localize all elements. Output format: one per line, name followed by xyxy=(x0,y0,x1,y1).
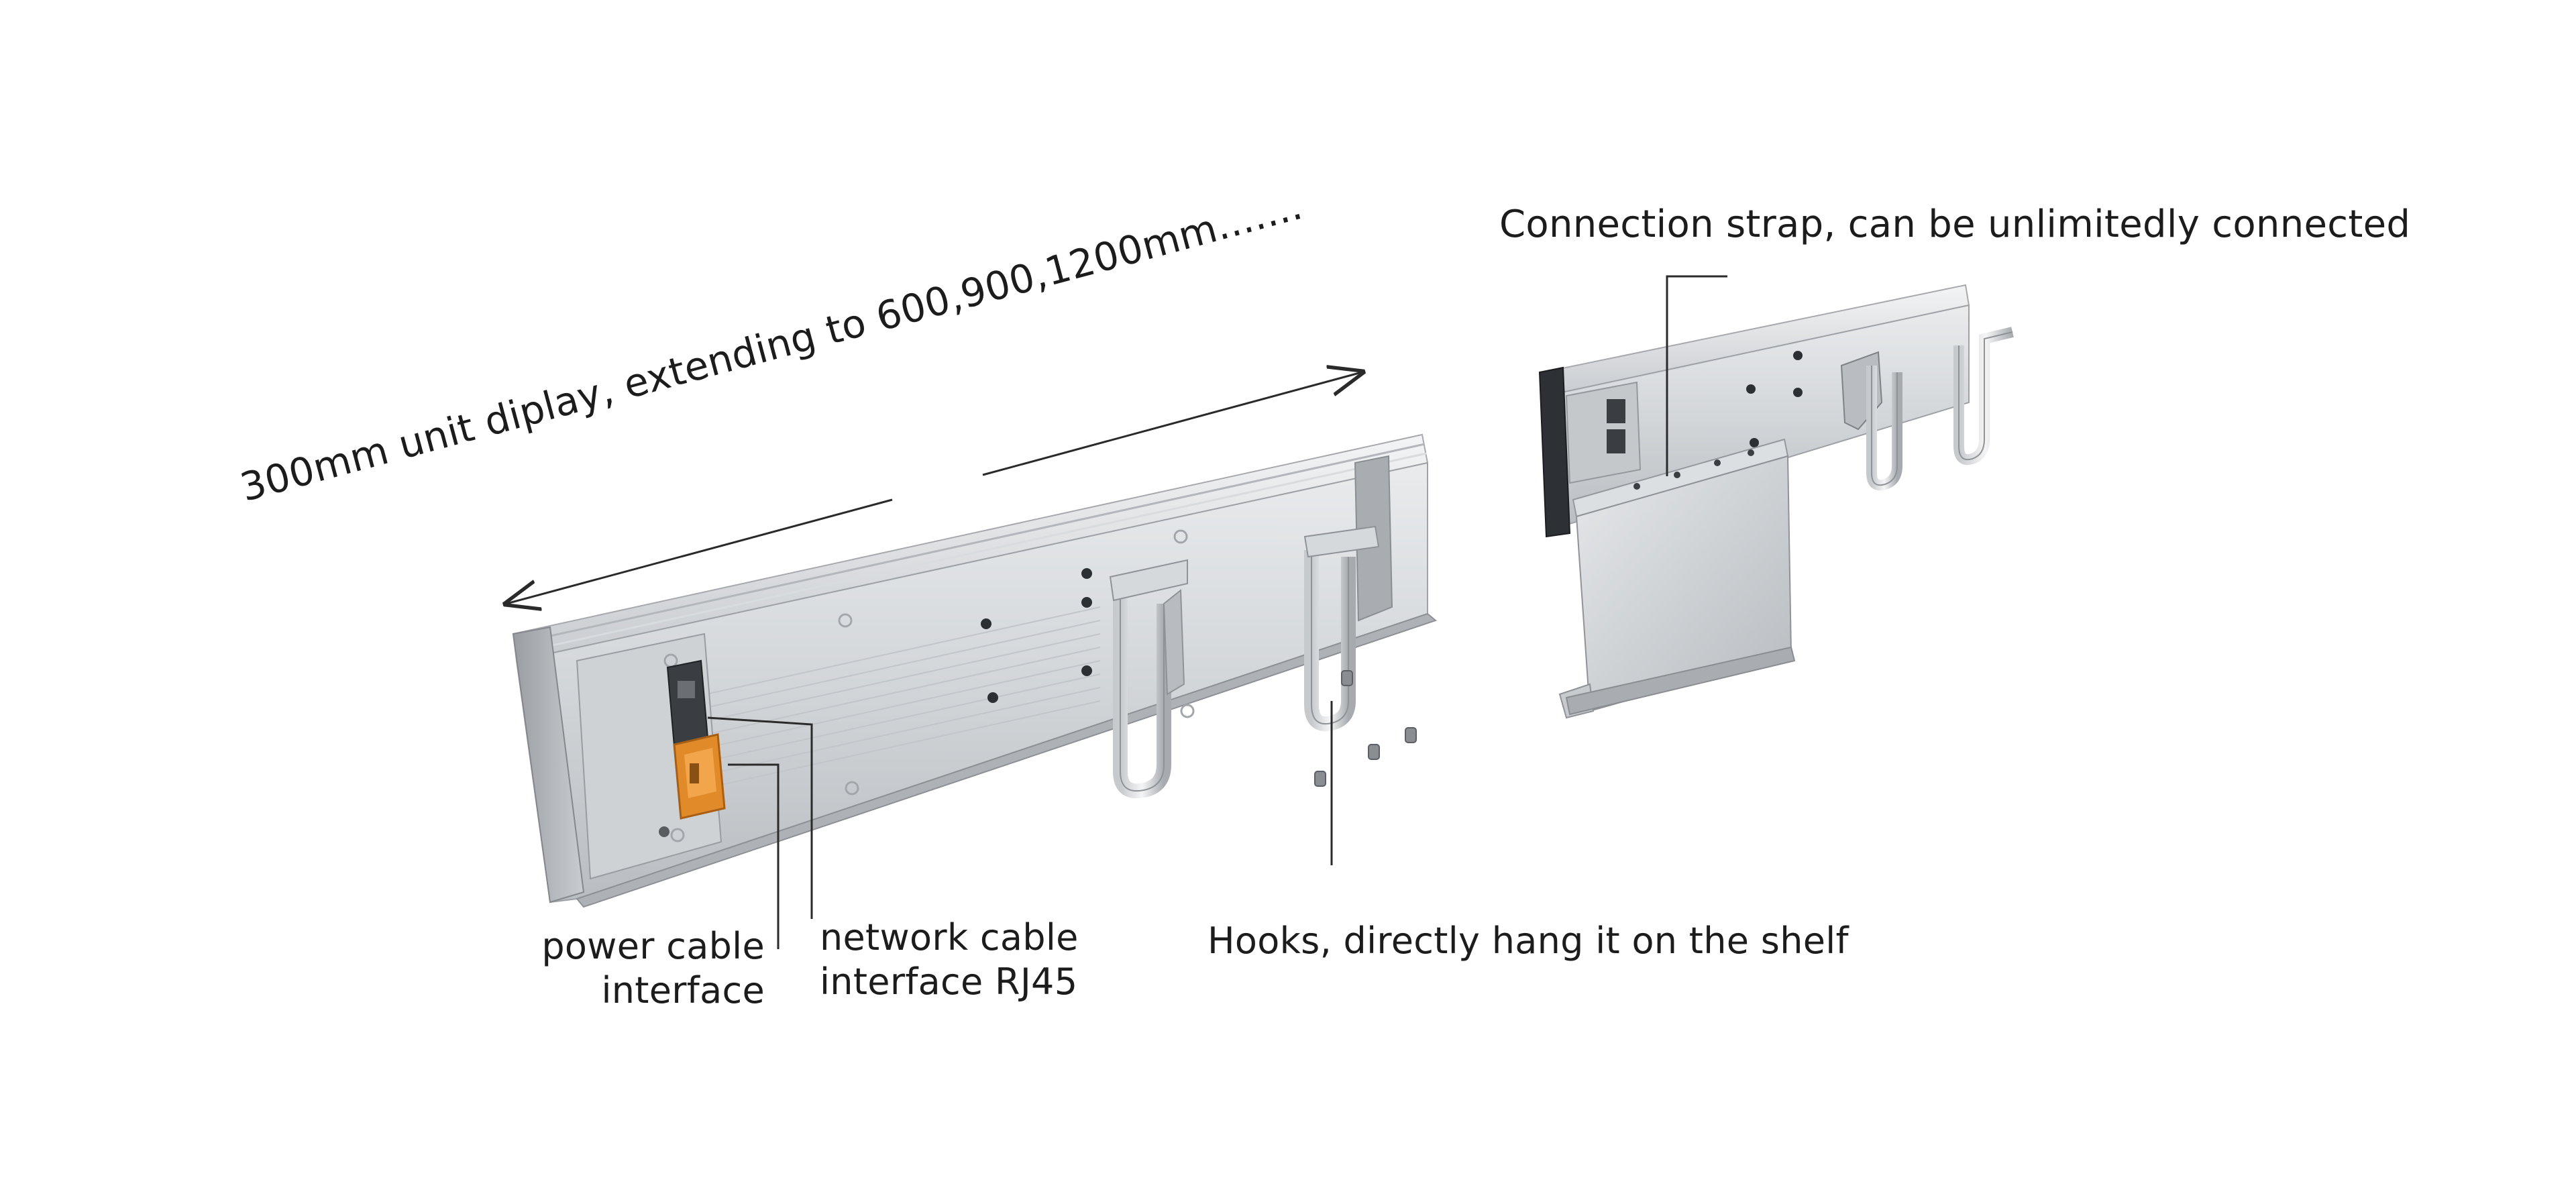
screw-icon xyxy=(659,826,669,837)
rail-end-cap xyxy=(1538,366,1571,538)
power-connector-icon xyxy=(673,733,726,820)
leader-lines xyxy=(707,275,1727,949)
network-cable-label: network cable interface RJ45 xyxy=(820,916,1079,1004)
length-dimension-arrow xyxy=(506,372,1362,604)
leader-network-cable xyxy=(707,716,813,919)
network-cable-label-line1: network cable xyxy=(820,916,1079,959)
power-cable-label: power cable interface xyxy=(541,924,765,1013)
rj45-port-icon xyxy=(1607,399,1625,453)
rail-bottom-lip xyxy=(576,612,1438,908)
rail-inner-panel xyxy=(1565,381,1642,484)
power-cable-label-line2: interface xyxy=(601,969,765,1012)
main-rail-300mm xyxy=(512,433,1438,908)
secondary-rail-segment xyxy=(1538,284,1970,538)
rail-end-cap xyxy=(512,626,585,904)
connection-strap xyxy=(1558,438,1796,719)
rail-top-groove xyxy=(521,452,1427,653)
leader-connection-strap xyxy=(1666,275,1727,476)
network-cable-label-line2: interface RJ45 xyxy=(820,961,1078,1003)
rail-holes xyxy=(981,568,1092,703)
loose-screws xyxy=(1314,670,1417,787)
rail-ribs xyxy=(690,606,1101,792)
rj45-port-icon xyxy=(666,659,709,747)
power-cable-label-line1: power cable xyxy=(541,925,765,967)
connection-strap-label: Connection strap, can be unlimitedly con… xyxy=(1499,203,2411,246)
hooks-label: Hooks, directly hang it on the shelf xyxy=(1208,920,1849,962)
rail-top-groove xyxy=(519,443,1426,644)
rail-rivets xyxy=(663,529,1195,842)
rail-holes xyxy=(1746,351,1803,447)
hook-icon xyxy=(1866,366,1902,491)
leader-power-cable xyxy=(728,763,780,949)
hook-icon xyxy=(1953,327,2014,466)
hook-icon xyxy=(1109,559,1188,799)
